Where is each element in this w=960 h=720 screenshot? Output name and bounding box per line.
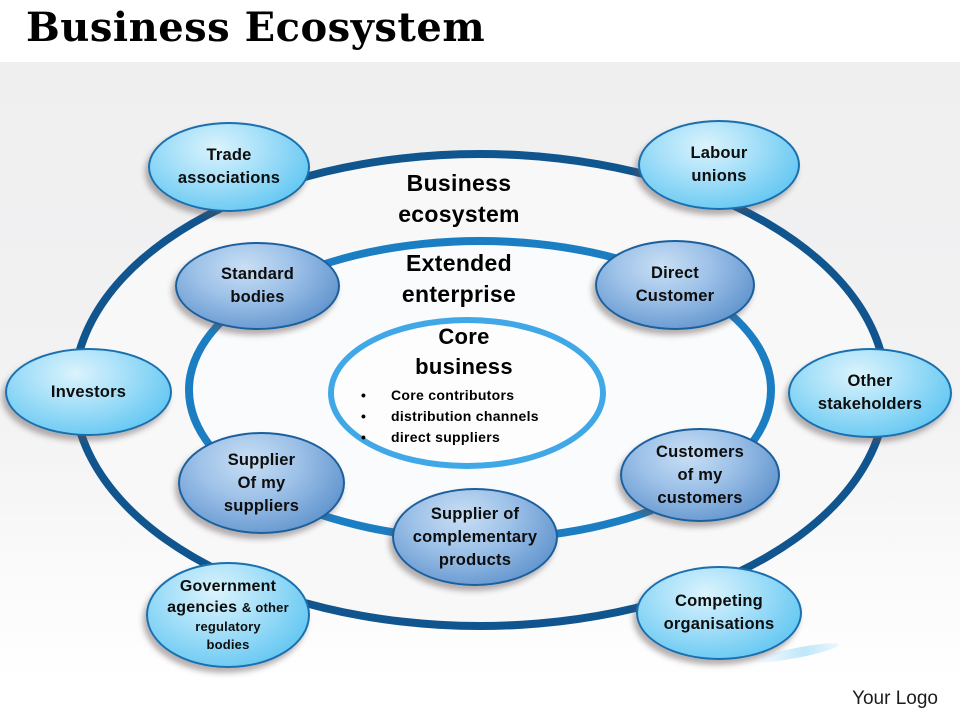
node-text-line: Customer [635,287,715,305]
node-label: Customers of my customers [656,441,744,510]
node-label: Competing organisations [664,590,775,636]
logo-placeholder-text: Your Logo [852,688,938,709]
node-text-line: products [438,550,512,569]
node-text-line: associations [177,169,281,187]
node-text-line: customers [657,488,743,507]
node-text-line: Supplier of [430,504,520,523]
node-label: Direct Customer [636,262,715,308]
core-bullet-item: distribution channels [357,406,579,427]
node-text-line: organisations [663,615,775,633]
node-text-line: suppliers [223,496,300,515]
extended-enterprise-label-line2: enterprise [401,281,517,307]
node-label: Supplier of complementary products [413,503,538,572]
core-heading-line1: Core [438,324,490,349]
node-text-line: Standard [220,265,295,283]
business-ecosystem-label-line1: Business [406,170,512,196]
business-ecosystem-label: Business ecosystem [359,168,559,230]
node-label: Government agencies & other regulatory b… [167,576,289,654]
node-text-line: bodies [230,288,285,306]
node-text-line: Investors [50,382,127,401]
node-text-line: Of my [237,473,286,492]
node-text-line: stakeholders [817,395,923,413]
node-text-line: complementary [412,527,538,546]
core-bullet-item: direct suppliers [357,427,579,448]
node-labour-unions: Labour unions [638,120,800,210]
node-text-line: Government [179,578,277,595]
node-government-agencies: Government agencies & other regulatory b… [146,562,310,668]
core-heading-line2: business [415,354,513,379]
node-investors: Investors [5,348,172,436]
core-business-heading: Core business [349,322,579,382]
business-ecosystem-label-line2: ecosystem [398,201,520,227]
node-text-line: of my [677,465,723,484]
node-label: Supplier Of my suppliers [224,449,299,518]
core-business-content: Core business Core contributors distribu… [349,322,579,448]
node-standard-bodies: Standard bodies [175,242,340,330]
node-text-line: Trade [206,146,252,164]
node-label: Other stakeholders [818,370,922,416]
node-text-line: Competing [675,592,763,610]
slide-title: Business Ecosystem [26,4,486,51]
node-direct-customer: Direct Customer [595,240,755,330]
node-label: Standard bodies [221,263,294,309]
node-text-line: Direct [651,264,699,282]
node-text-line: Labour [690,144,748,162]
extended-enterprise-label-line1: Extended [406,250,512,276]
node-text-line: Supplier [227,450,296,469]
node-text-line: regulatory [195,619,261,634]
node-other-stakeholders: Other stakeholders [788,348,952,438]
node-supplier-of-my-suppliers: Supplier Of my suppliers [178,432,345,534]
node-supplier-of-complementary-products: Supplier of complementary products [392,488,558,586]
node-trade-associations: Trade associations [148,122,310,212]
node-text-line: Customers [656,442,744,461]
extended-enterprise-label: Extended enterprise [359,248,559,310]
node-customers-of-my-customers: Customers of my customers [620,428,780,522]
node-label: Trade associations [178,144,280,190]
node-label: Investors [51,381,126,404]
node-text-segment: & other [241,600,289,615]
node-text-line: bodies [206,637,250,652]
node-label: Labour unions [690,142,747,188]
node-competing-organisations: Competing organisations [636,566,802,660]
core-bullet-item: Core contributors [357,385,579,406]
core-business-bullet-list: Core contributors distribution channels … [357,385,579,448]
node-text-line: agencies & other [167,597,289,618]
node-text-segment: agencies [167,599,238,616]
node-text-line: Other [847,372,893,390]
node-text-line: unions [691,167,747,185]
